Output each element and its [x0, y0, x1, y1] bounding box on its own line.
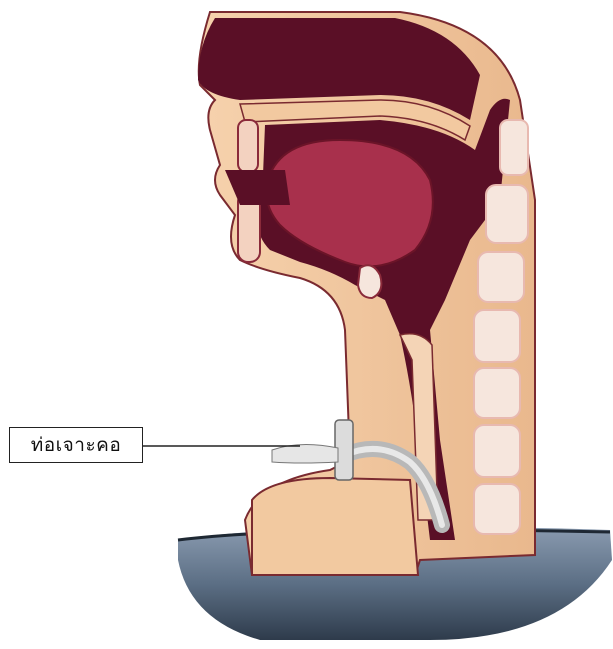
- vertebra-3: [478, 252, 524, 302]
- vertebra-2: [486, 185, 528, 243]
- vertebra-4: [474, 310, 520, 362]
- tracheostomy-neck-plate: [272, 444, 338, 463]
- vertebra-7: [474, 484, 520, 534]
- tracheostomy-tube-label-text: ท่อเจาะคอ: [31, 430, 122, 460]
- tracheostomy-tube-label: ท่อเจาะคอ: [9, 427, 143, 463]
- upper-chest-block: [252, 478, 418, 575]
- epiglottis: [358, 265, 381, 298]
- upper-incisor: [238, 120, 258, 172]
- vertebra-1: [500, 120, 528, 175]
- vertebra-5: [474, 368, 520, 418]
- vertebra-6: [474, 425, 520, 477]
